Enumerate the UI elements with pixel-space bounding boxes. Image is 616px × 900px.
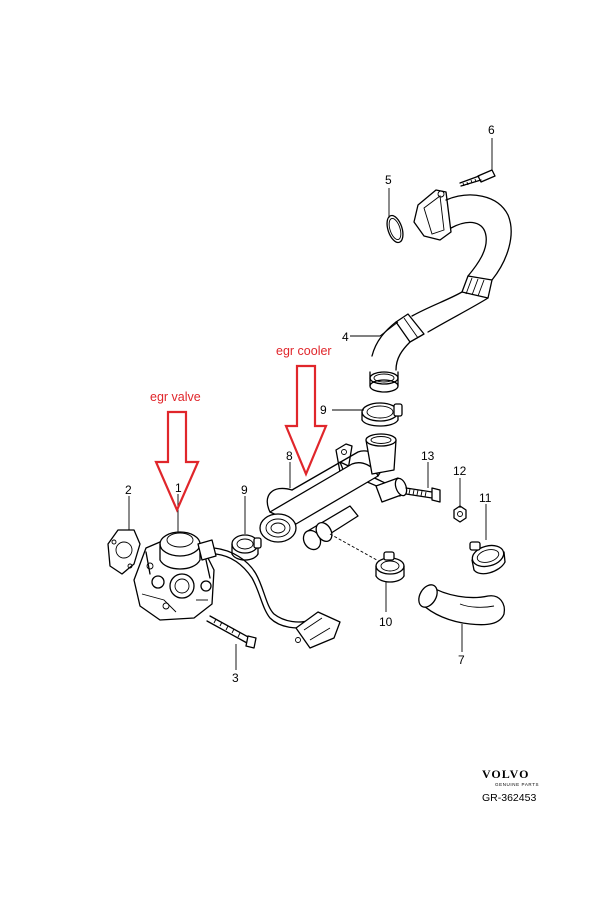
part-10-clamp: [375, 551, 405, 583]
part-1-egr-valve: [133, 531, 341, 649]
callout-2: 2: [125, 483, 132, 497]
callout-7: 7: [458, 653, 465, 667]
part-3-bolt: [206, 615, 257, 649]
part-6-screw: [459, 169, 496, 187]
callout-4: 4: [342, 330, 349, 344]
callout-3: 3: [232, 671, 239, 685]
callout-10: 10: [379, 615, 393, 629]
callout-11: 11: [479, 491, 492, 505]
part-13-bolt: [405, 487, 441, 503]
egr-cooler-label: egr cooler: [276, 344, 332, 358]
part-7-hose: [418, 584, 506, 626]
callout-8: 8: [286, 449, 293, 463]
callout-9-lower: 9: [241, 483, 248, 497]
part-9-clamp-upper: [361, 402, 403, 427]
leader-lines: [128, 138, 493, 670]
part-12-nut: [453, 505, 467, 523]
egr-cooler-arrow: [284, 364, 328, 477]
callout-12: 12: [453, 464, 467, 478]
egr-valve-arrow: [154, 410, 200, 513]
callout-9-upper: 9: [320, 403, 327, 417]
volvo-logo: VOLVO GENUINE PARTS: [482, 767, 539, 787]
part-8-egr-cooler: [259, 433, 408, 565]
part-2-gasket: [107, 529, 141, 575]
egr-valve-label: egr valve: [150, 390, 201, 404]
callout-6: 6: [488, 123, 495, 137]
logo-tagline: GENUINE PARTS: [495, 782, 539, 787]
part-11-clamp: [469, 541, 506, 575]
part-4-egr-pipe: [369, 189, 512, 393]
callout-13: 13: [421, 449, 435, 463]
callout-1: 1: [175, 481, 182, 495]
diagram-reference: GR-362453: [482, 792, 536, 804]
logo-text: VOLVO: [482, 767, 529, 781]
callout-5: 5: [385, 173, 392, 187]
part-9-clamp-lower: [231, 534, 262, 561]
callout-numbers: 1 2 3 4 5 6 7 8 9 9 10 11 12 13: [125, 123, 495, 685]
part-5-o-ring: [386, 214, 404, 244]
